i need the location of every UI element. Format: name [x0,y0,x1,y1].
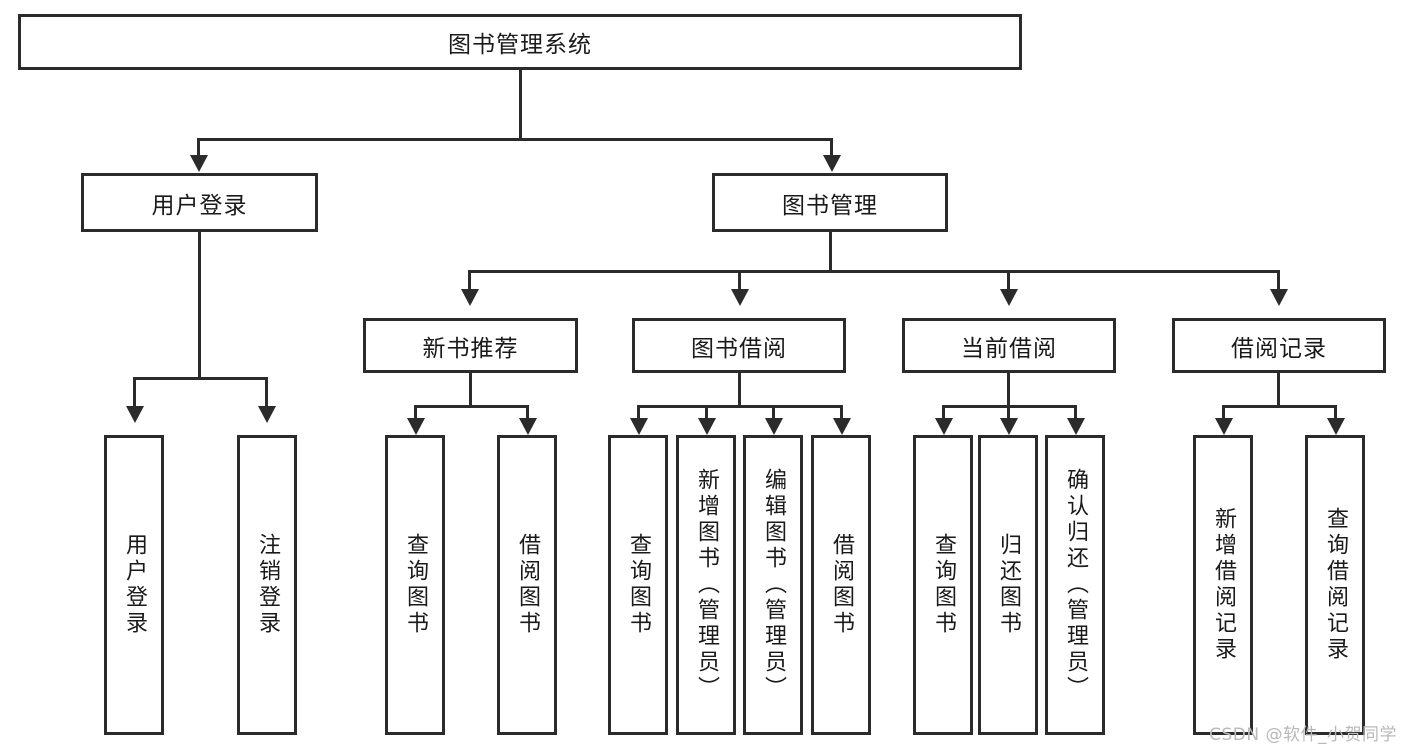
node-root-system[interactable]: 图书管理系统 [18,14,1022,70]
node-leaf-add-record-label: 新增借阅记录 [1211,507,1236,663]
connector-book-management-bus [468,270,1280,273]
arrow-nbr-to-leaf-2 [519,418,537,435]
node-new-book-recommend[interactable]: 新书推荐 [363,318,578,373]
node-new-book-recommend-label: 新书推荐 [422,335,519,362]
connector-br-drop-2 [1334,405,1337,421]
connector-bm-drop-1 [468,270,471,292]
connector-nbr-drop-1 [414,405,417,421]
node-user-login-label: 用户登录 [151,192,248,219]
arrow-bm-to-new-book-recommend [461,289,479,306]
connector-nbr-stem [469,373,472,407]
arrow-bb-to-leaf-3 [765,418,783,435]
connector-root-drop-user [197,138,200,158]
arrow-root-to-user-login [190,155,208,172]
node-leaf-return-book-label: 归还图书 [996,533,1021,637]
arrow-cb-to-leaf-2 [1000,418,1018,435]
node-leaf-borrow-book-2-label: 借阅图书 [829,533,854,637]
arrow-user-login-to-leaf-2 [258,406,276,423]
connector-bm-drop-4 [1277,270,1280,292]
node-current-borrow-label: 当前借阅 [961,335,1057,362]
node-leaf-user-login-label: 用户登录 [122,533,147,637]
node-leaf-query-book-2-label: 查询图书 [626,533,651,637]
connector-bb-bus [637,405,843,408]
node-leaf-borrow-book-2[interactable]: 借阅图书 [811,435,871,735]
connector-user-login-drop-2 [265,377,268,409]
arrow-bb-to-leaf-2 [698,418,716,435]
node-leaf-borrow-book-1[interactable]: 借阅图书 [497,435,557,735]
connector-cb-drop-1 [942,405,945,421]
connector-bm-drop-2 [738,270,741,292]
node-leaf-user-login[interactable]: 用户登录 [104,435,164,735]
arrow-bb-to-leaf-4 [833,418,851,435]
arrow-bm-to-current-borrow [1000,289,1018,306]
connector-user-login-bus [133,377,268,380]
node-leaf-confirm-return-label: 确认归还（管理员） [1063,468,1088,702]
node-leaf-user-logout[interactable]: 注销登录 [237,435,297,735]
node-leaf-add-book-label: 新增图书（管理员） [694,468,719,702]
node-leaf-edit-book-label: 编辑图书（管理员） [761,468,786,702]
arrow-bm-to-borrow-record [1270,289,1288,306]
node-leaf-return-book[interactable]: 归还图书 [978,435,1038,735]
connector-br-bus [1222,405,1337,408]
node-book-management[interactable]: 图书管理 [712,173,948,232]
arrow-nbr-to-leaf-1 [407,418,425,435]
connector-cb-drop-2 [1007,405,1010,421]
node-leaf-borrow-book-1-label: 借阅图书 [515,533,540,637]
connector-bb-drop-3 [772,405,775,421]
arrow-bm-to-book-borrow [731,289,749,306]
node-book-management-label: 图书管理 [782,192,878,219]
connector-br-drop-1 [1222,405,1225,421]
node-borrow-record-label: 借阅记录 [1231,335,1327,362]
arrow-br-to-leaf-2 [1327,418,1345,435]
connector-cb-stem [1007,373,1010,407]
connector-bb-drop-4 [840,405,843,421]
connector-root-drop-book [830,138,833,158]
csdn-watermark: CSDN @软件_小贺同学 [1209,725,1397,745]
arrow-cb-to-leaf-3 [1067,418,1085,435]
connector-bb-stem [738,373,741,407]
node-leaf-add-record[interactable]: 新增借阅记录 [1193,435,1253,735]
connector-root-stem [519,70,522,138]
connector-nbr-bus [414,405,529,408]
connector-cb-drop-3 [1074,405,1077,421]
connector-root-bus [197,138,833,141]
node-leaf-confirm-return[interactable]: 确认归还（管理员） [1045,435,1105,735]
node-leaf-edit-book[interactable]: 编辑图书（管理员） [743,435,803,735]
node-book-borrow-label: 图书借阅 [691,335,787,362]
node-leaf-query-record[interactable]: 查询借阅记录 [1305,435,1365,735]
arrow-root-to-book-management [823,155,841,172]
node-current-borrow[interactable]: 当前借阅 [902,318,1116,373]
node-leaf-add-book[interactable]: 新增图书（管理员） [676,435,736,735]
node-leaf-query-book-3-label: 查询图书 [931,533,956,637]
arrow-user-login-to-leaf-1 [126,406,144,423]
connector-user-login-drop-1 [133,377,136,409]
node-user-login[interactable]: 用户登录 [81,173,318,232]
connector-user-login-stem [198,232,201,380]
arrow-bb-to-leaf-1 [630,418,648,435]
node-borrow-record[interactable]: 借阅记录 [1172,318,1386,373]
node-book-borrow[interactable]: 图书借阅 [632,318,846,373]
node-leaf-query-record-label: 查询借阅记录 [1323,507,1348,663]
connector-bm-drop-3 [1007,270,1010,292]
connector-bb-drop-2 [705,405,708,421]
arrow-cb-to-leaf-1 [935,418,953,435]
connector-bb-drop-1 [637,405,640,421]
node-leaf-query-book-3[interactable]: 查询图书 [913,435,973,735]
connector-nbr-drop-2 [526,405,529,421]
node-leaf-query-book-1-label: 查询图书 [403,533,428,637]
connector-br-stem [1277,373,1280,407]
arrow-br-to-leaf-1 [1215,418,1233,435]
node-root-system-label: 图书管理系统 [448,32,592,58]
connector-book-management-stem [829,232,832,272]
node-leaf-query-book-1[interactable]: 查询图书 [385,435,445,735]
node-leaf-query-book-2[interactable]: 查询图书 [608,435,668,735]
node-leaf-user-logout-label: 注销登录 [255,533,280,637]
